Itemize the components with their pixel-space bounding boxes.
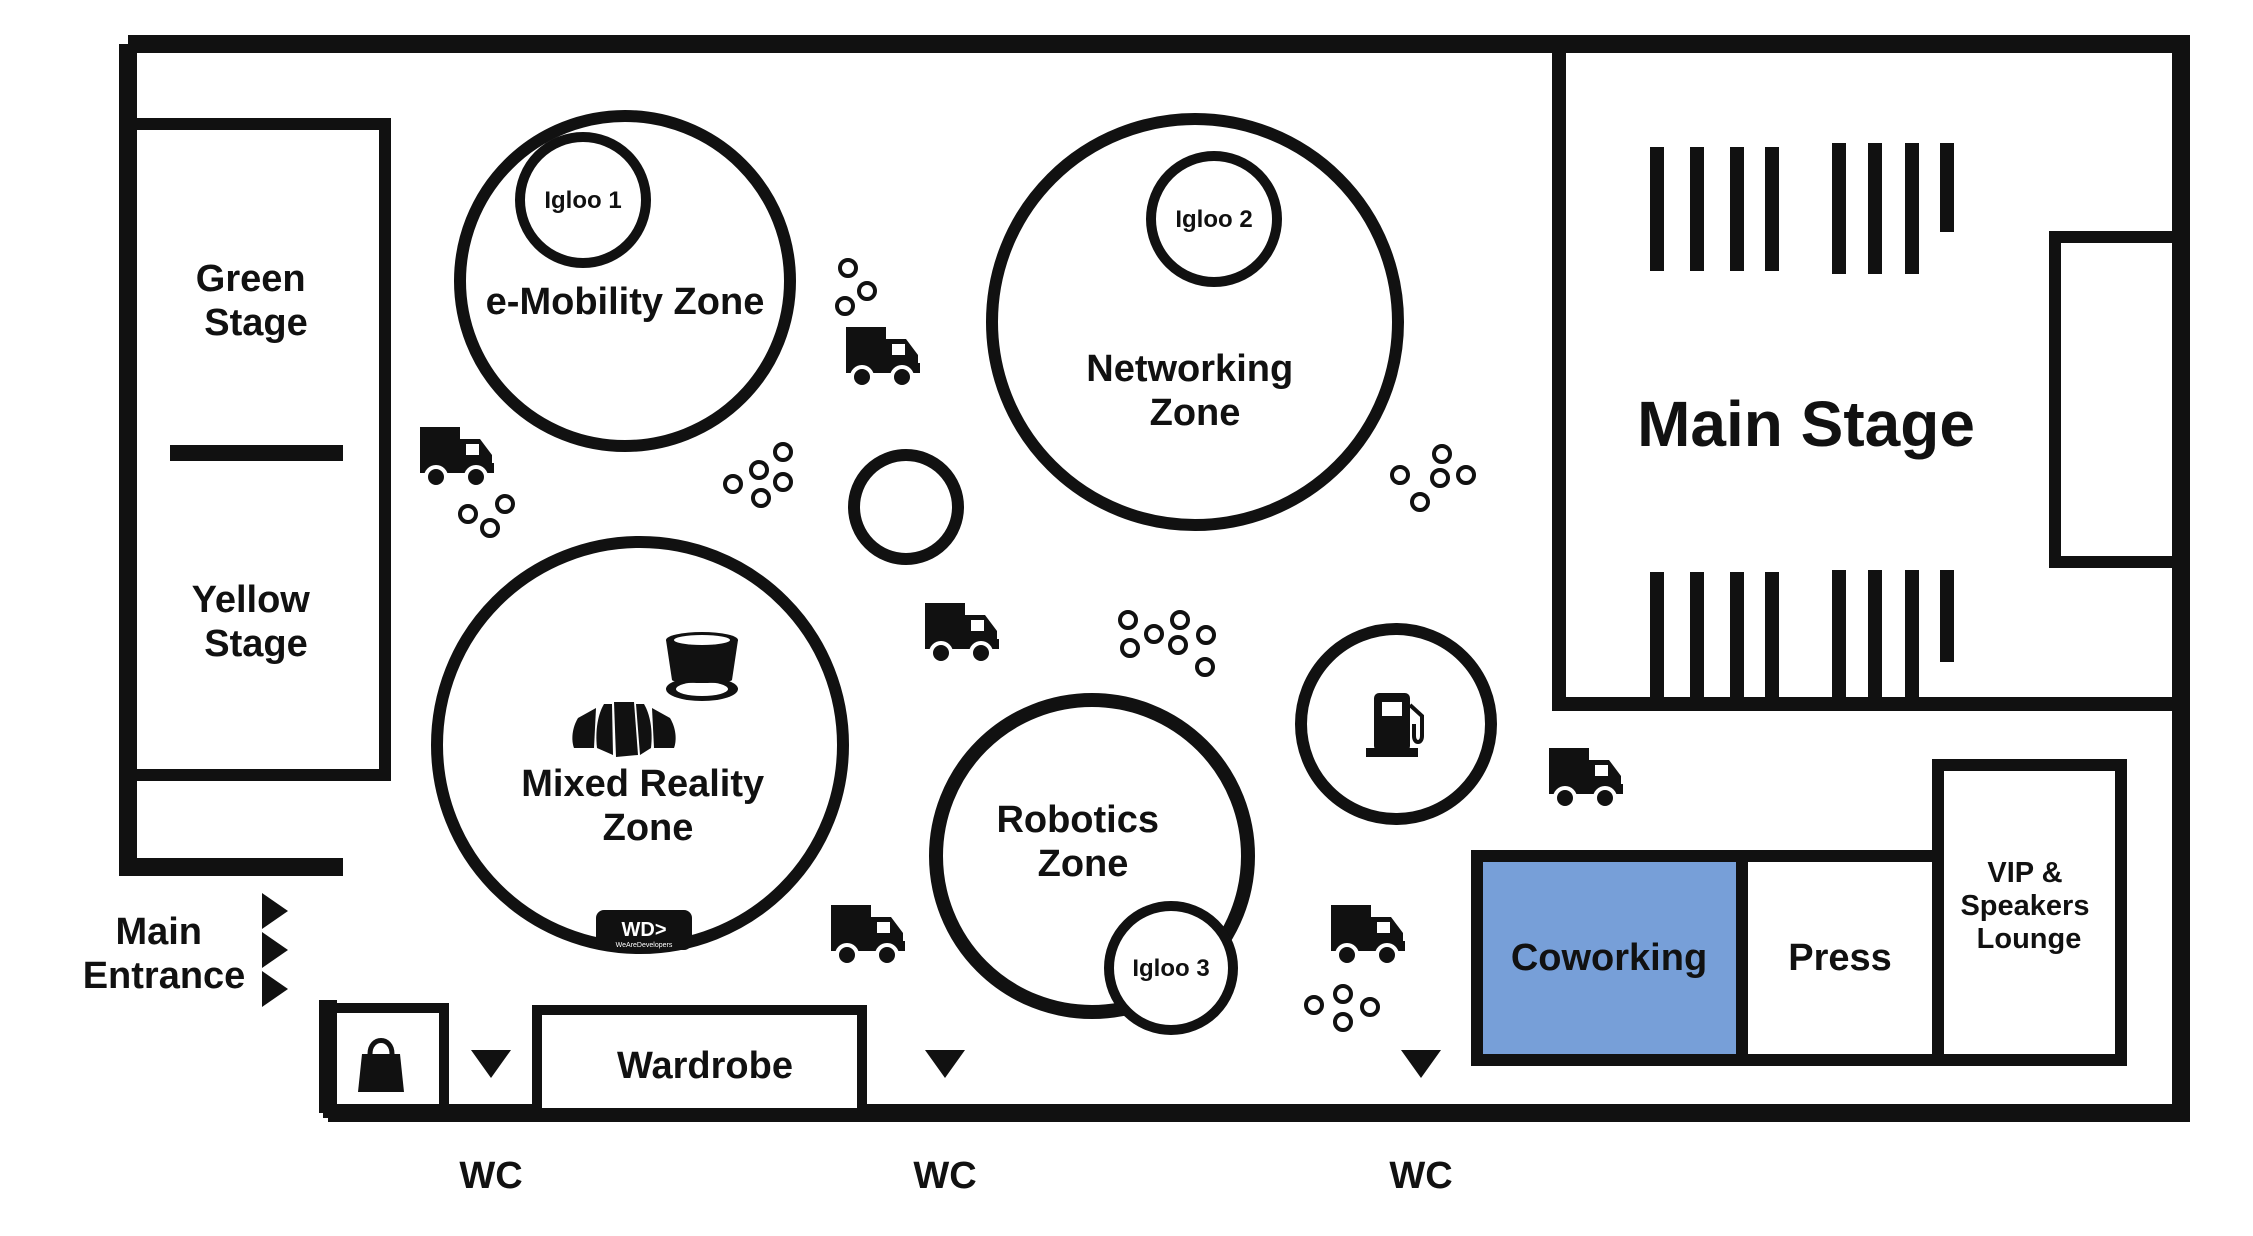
green-stage-label: Green Stage bbox=[196, 258, 316, 344]
entrance-arrow-icon bbox=[262, 932, 288, 968]
croissant-icon bbox=[572, 702, 676, 757]
wc-markers: WC WC WC bbox=[459, 1050, 1453, 1197]
robotics-zone[interactable]: Igloo 3 Robotics Zone bbox=[929, 693, 1255, 1035]
truck-icon bbox=[418, 425, 496, 489]
vip-lounge-label: VIP & Speakers Lounge bbox=[1960, 857, 2097, 955]
press-label: Press bbox=[1788, 937, 1892, 979]
coworking-label: Coworking bbox=[1511, 937, 1707, 979]
truck-icon bbox=[844, 325, 922, 389]
wc-label: WC bbox=[1389, 1155, 1452, 1197]
wardrobe-label: Wardrobe bbox=[617, 1045, 793, 1087]
vip-lounge-room[interactable] bbox=[1932, 759, 2127, 1066]
bottom-right-rooms: Coworking Press VIP & Speakers Lounge bbox=[1471, 759, 2127, 1066]
emobility-zone-label: e-Mobility Zone bbox=[486, 281, 765, 323]
igloo-3-label: Igloo 3 bbox=[1132, 955, 1209, 982]
truck-icon bbox=[1547, 746, 1625, 810]
fuel-pump-icon bbox=[1366, 693, 1424, 757]
robotics-zone-label: Robotics Zone bbox=[996, 799, 1169, 885]
main-entrance-label: Main Entrance bbox=[83, 911, 246, 997]
arrow-down-icon bbox=[1401, 1050, 1441, 1078]
wearedevelopers-logo: WD> WeAreDevelopers bbox=[596, 910, 692, 950]
truck-icon bbox=[829, 903, 907, 967]
entrance-arrow-icon bbox=[262, 893, 288, 929]
table-cluster-icon bbox=[723, 442, 793, 508]
mixed-reality-zone[interactable]: Mixed Reality Zone WD> WeAreDevelopers bbox=[431, 536, 849, 954]
mixed-reality-zone-label: Mixed Reality Zone bbox=[521, 763, 774, 849]
fuel-station-area bbox=[1295, 623, 1497, 825]
networking-zone-label: Networking Zone bbox=[1086, 348, 1303, 434]
truck-icon bbox=[923, 601, 1001, 665]
table-cluster-icon bbox=[1390, 444, 1476, 512]
arrow-down-icon bbox=[925, 1050, 965, 1078]
networking-zone[interactable]: Igloo 2 Networking Zone bbox=[986, 113, 1404, 531]
table-cluster-icon bbox=[1304, 984, 1380, 1032]
igloo-1-label: Igloo 1 bbox=[544, 187, 621, 214]
main-stage-seating bbox=[1650, 143, 1954, 699]
wardrobe-room[interactable] bbox=[532, 1005, 867, 1118]
entrance-arrow-icon bbox=[262, 971, 288, 1007]
table-cluster-icon bbox=[458, 494, 515, 538]
arrow-down-icon bbox=[471, 1050, 511, 1078]
green-yellow-stage-area: Green Stage Yellow Stage bbox=[122, 118, 391, 781]
table-cluster-icon bbox=[835, 258, 877, 316]
yellow-stage-label: Yellow Stage bbox=[192, 579, 321, 665]
truck-icon bbox=[1329, 903, 1407, 967]
bottom-left-rooms: Wardrobe bbox=[323, 1003, 867, 1118]
coffee-cup-icon bbox=[666, 632, 738, 701]
table-cluster-icon bbox=[1118, 610, 1216, 677]
igloo-2-label: Igloo 2 bbox=[1175, 206, 1252, 233]
wc-label: WC bbox=[459, 1155, 522, 1197]
svg-text:WD>: WD> bbox=[622, 919, 667, 941]
svg-text:WeAreDevelopers: WeAreDevelopers bbox=[616, 942, 673, 949]
wc-label: WC bbox=[913, 1155, 976, 1197]
small-round-area bbox=[848, 449, 964, 565]
emobility-zone[interactable]: Igloo 1 e-Mobility Zone bbox=[454, 110, 796, 452]
main-entrance: Main Entrance bbox=[83, 893, 288, 1007]
shopping-bag-icon bbox=[358, 1038, 404, 1092]
main-stage-label: Main Stage bbox=[1637, 388, 1975, 460]
